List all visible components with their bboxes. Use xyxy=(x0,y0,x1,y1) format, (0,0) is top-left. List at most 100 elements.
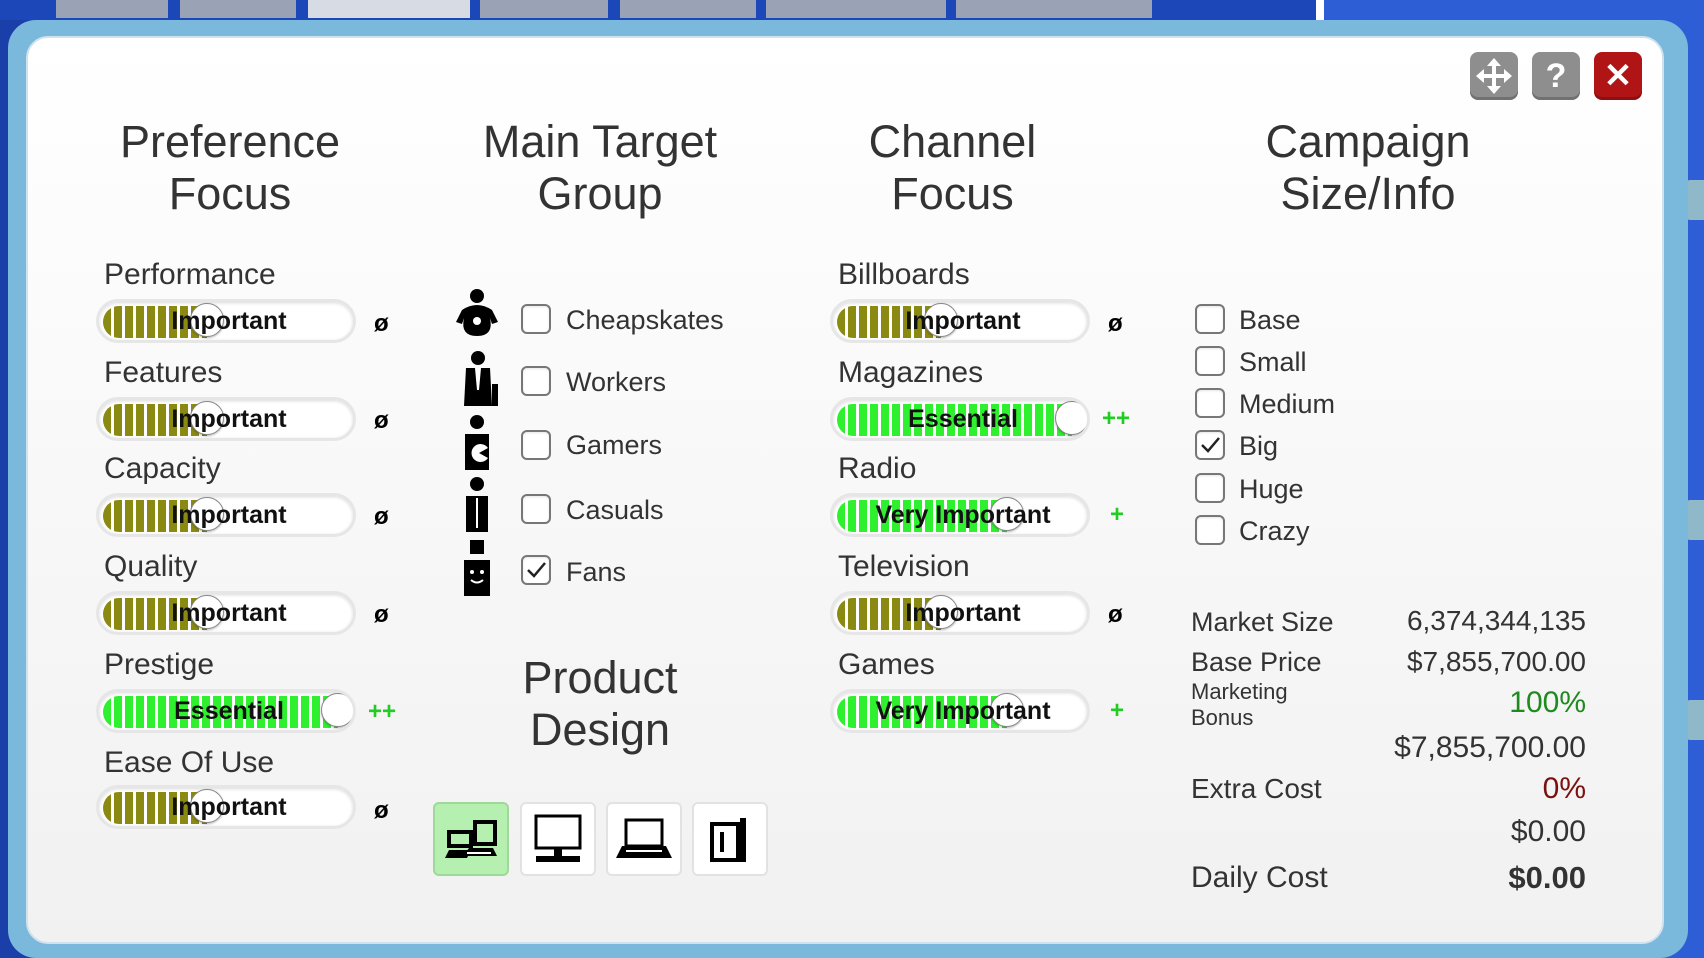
size-label: Big xyxy=(1239,431,1279,461)
product-design-desktop-button[interactable] xyxy=(520,802,596,876)
slider-fill xyxy=(837,598,942,630)
target-group-label: Fans xyxy=(566,557,627,587)
checkmark-icon xyxy=(527,562,546,578)
channel-label: Television xyxy=(838,550,970,583)
background-side-item[interactable] xyxy=(1686,700,1704,740)
slider-value: Important xyxy=(171,599,287,627)
slider-value: Essential xyxy=(908,405,1018,433)
heading-line: Focus xyxy=(891,168,1014,219)
background-side-item[interactable] xyxy=(1686,500,1704,540)
product-design-tablet-button[interactable] xyxy=(692,802,768,876)
tablet-phone-icon xyxy=(710,818,746,862)
games-slider[interactable]: Very Important xyxy=(830,689,1090,733)
slider-knob[interactable] xyxy=(989,497,1024,531)
marketing-bonus-value: $7,855,700.00 xyxy=(1394,731,1586,764)
preference-label: Prestige xyxy=(104,648,215,681)
slider-knob[interactable] xyxy=(190,497,225,531)
fans-checkbox[interactable] xyxy=(521,555,551,585)
workers-checkbox[interactable] xyxy=(521,366,551,396)
product-design-heading: Product Design xyxy=(440,652,760,756)
gamers-checkbox[interactable] xyxy=(521,430,551,460)
move-button[interactable] xyxy=(1470,52,1518,100)
television-slider[interactable]: Important xyxy=(830,591,1090,635)
slider-value: Important xyxy=(905,307,1021,335)
cheapskates-checkbox[interactable] xyxy=(521,304,551,334)
top-tab[interactable] xyxy=(766,0,948,18)
heading-line: Size/Info xyxy=(1280,168,1456,219)
size-small-checkbox[interactable] xyxy=(1195,346,1225,376)
all-devices-icon xyxy=(445,820,497,858)
size-label: Crazy xyxy=(1239,516,1310,546)
slider-knob[interactable] xyxy=(1055,401,1087,435)
size-base-checkbox[interactable] xyxy=(1195,304,1225,334)
channel-focus-heading: Channel Focus xyxy=(800,116,1105,220)
top-tab[interactable] xyxy=(56,0,170,18)
channel-symbol: + xyxy=(1110,697,1125,724)
top-tab[interactable] xyxy=(480,0,610,18)
checkmark-icon xyxy=(1201,437,1220,453)
slider-knob[interactable] xyxy=(321,693,353,727)
channel-symbol: ++ xyxy=(1102,405,1131,432)
background-divider xyxy=(1316,0,1324,20)
top-tab-active[interactable] xyxy=(308,0,472,18)
slider-value: Very Important xyxy=(875,501,1051,529)
size-crazy-checkbox[interactable] xyxy=(1195,515,1225,545)
gamer-person-icon xyxy=(465,415,489,470)
product-design-all-button[interactable] xyxy=(433,802,509,876)
preference-label: Quality xyxy=(104,550,198,583)
slider-fill xyxy=(837,404,1072,436)
slider-fill xyxy=(837,696,1007,728)
extra-cost-label: Extra Cost xyxy=(1191,773,1322,804)
top-tab[interactable] xyxy=(620,0,758,18)
slider-fill xyxy=(103,404,208,436)
prestige-slider[interactable]: Essential xyxy=(96,689,356,733)
slider-knob[interactable] xyxy=(924,595,959,629)
top-tab[interactable] xyxy=(180,0,298,18)
size-label: Small xyxy=(1239,347,1307,377)
channel-label: Games xyxy=(838,648,935,681)
slider-knob[interactable] xyxy=(924,303,959,337)
preference-label: Ease Of Use xyxy=(104,746,275,779)
top-tab[interactable] xyxy=(956,0,1154,18)
preference-label: Performance xyxy=(104,258,276,291)
help-button[interactable]: ? xyxy=(1532,52,1580,100)
target-group-label: Gamers xyxy=(566,430,663,460)
slider-knob[interactable] xyxy=(190,595,225,629)
size-medium-checkbox[interactable] xyxy=(1195,388,1225,418)
ease-of-use-slider[interactable]: Important xyxy=(96,785,356,829)
desktop-computer-icon xyxy=(534,814,582,862)
slider-value: Very Important xyxy=(875,697,1051,725)
performance-slider[interactable]: Important xyxy=(96,299,356,343)
heading-line: Preference xyxy=(119,116,341,167)
slider-value: Important xyxy=(171,405,287,433)
quality-slider[interactable]: Important xyxy=(96,591,356,635)
slider-knob[interactable] xyxy=(190,303,225,337)
slider-knob[interactable] xyxy=(190,401,225,435)
move-arrows-icon xyxy=(1476,58,1512,94)
channel-symbol: + xyxy=(1110,501,1125,528)
base-price-label: Base Price xyxy=(1191,647,1322,677)
cheapskate-person-icon xyxy=(456,289,498,336)
features-slider[interactable]: Important xyxy=(96,397,356,441)
size-big-checkbox[interactable] xyxy=(1195,430,1225,460)
radio-slider[interactable]: Very Important xyxy=(830,493,1090,537)
daily-cost-value: $0.00 xyxy=(1508,860,1586,895)
billboards-slider[interactable]: Important xyxy=(830,299,1090,343)
heading-line: Design xyxy=(529,704,671,755)
heading-line: Campaign xyxy=(1265,116,1471,167)
capacity-slider[interactable]: Important xyxy=(96,493,356,537)
slider-knob[interactable] xyxy=(190,789,225,823)
laptop-icon xyxy=(616,818,672,858)
product-design-laptop-button[interactable] xyxy=(606,802,682,876)
size-huge-checkbox[interactable] xyxy=(1195,473,1225,503)
slider-value: Important xyxy=(171,793,287,821)
heading-line: Focus xyxy=(168,168,292,219)
magazines-slider[interactable]: Essential xyxy=(830,397,1090,441)
casuals-checkbox[interactable] xyxy=(521,494,551,524)
slider-knob[interactable] xyxy=(989,693,1024,727)
slider-value: Important xyxy=(171,501,287,529)
extra-cost-percent: 0% xyxy=(1542,772,1586,805)
background-side-item[interactable] xyxy=(1686,180,1704,220)
slider-fill xyxy=(837,306,942,338)
close-button[interactable]: ✕ xyxy=(1594,52,1642,100)
